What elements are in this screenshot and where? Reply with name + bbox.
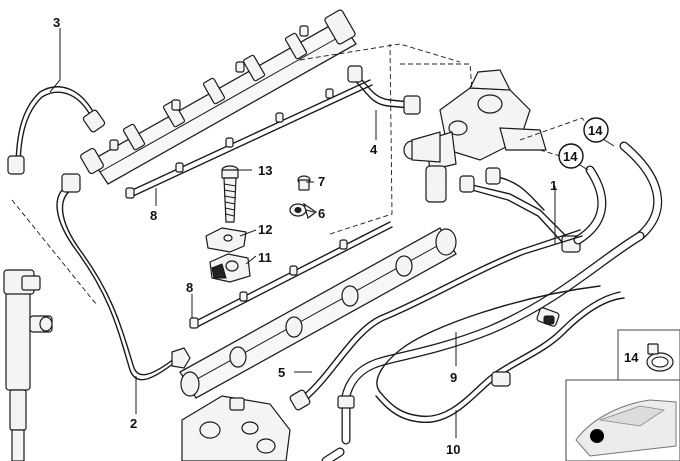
callout-2: 2 (130, 416, 137, 431)
bracket-12 (205, 227, 247, 253)
pressure-regulator-assembly (403, 69, 547, 203)
fuel-line-10 (375, 285, 625, 423)
callout-10: 10 (446, 442, 460, 457)
callout-12: 12 (258, 222, 272, 237)
fuel-injector (3, 269, 53, 461)
lower-fuel-rail (179, 227, 457, 399)
callout-7: 7 (318, 174, 325, 189)
fuel-line-5 (289, 229, 583, 411)
leakage-line-lower (189, 221, 393, 329)
fuel-line-1 (459, 167, 581, 253)
fuel-line-9 (337, 231, 645, 445)
callout-8-upper: 8 (150, 208, 157, 223)
high-pressure-pump (181, 395, 291, 461)
callout-14-inset: 14 (624, 350, 639, 365)
callout-8-lower: 8 (186, 280, 193, 295)
callout-14-circle-right: 14 (583, 117, 609, 143)
clamp-11 (209, 253, 251, 283)
screw-7 (297, 175, 311, 191)
callout-9: 9 (450, 370, 457, 385)
fuel-line-3 (7, 86, 106, 175)
hose-fragment-bottom (321, 447, 345, 461)
fuel-hoses-14 (573, 141, 663, 245)
clip-6 (289, 202, 318, 220)
callout-3: 3 (53, 15, 60, 30)
leakage-line-upper (125, 79, 373, 199)
svg-text:14: 14 (588, 123, 603, 138)
callout-5: 5 (278, 365, 285, 380)
fuel-line-2 (56, 173, 191, 381)
callout-1: 1 (550, 178, 557, 193)
svg-text:14: 14 (563, 149, 578, 164)
callout-14-circle-left: 14 (558, 143, 584, 169)
engine-location-dot (590, 429, 604, 443)
callout-6: 6 (318, 206, 325, 221)
inset-hose-clamp: 14 (617, 329, 680, 381)
upper-fuel-rail (80, 9, 357, 185)
callout-13: 13 (258, 163, 272, 178)
callout-11: 11 (258, 250, 272, 265)
fuel-line-4 (347, 65, 421, 115)
callout-4: 4 (370, 142, 378, 157)
inset-vehicle-locator (565, 379, 680, 461)
bolt-13 (221, 165, 239, 223)
